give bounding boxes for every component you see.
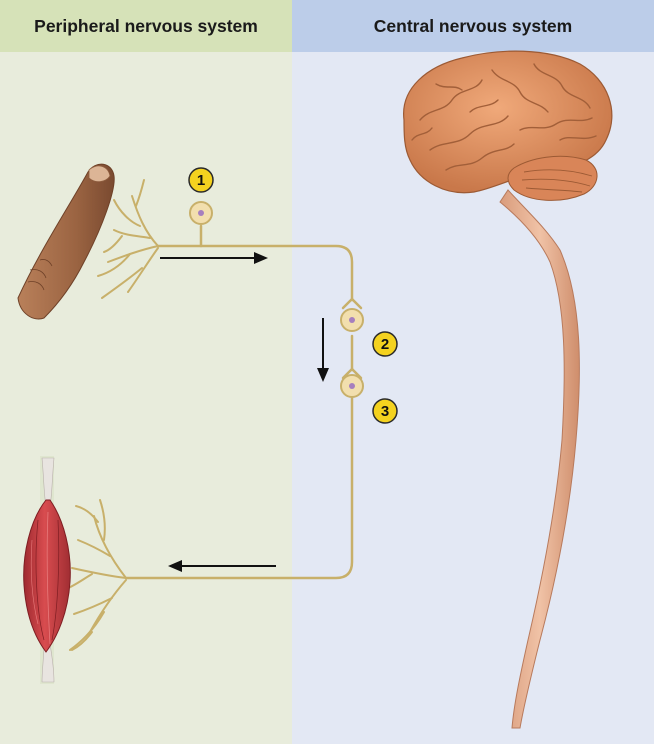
neuron-cell-body-1: [189, 201, 213, 225]
step-badge-3: 3: [372, 398, 398, 424]
step-badge-2: 2: [372, 331, 398, 357]
synapse-chevrons: [341, 297, 363, 380]
arrow-icon-right: [160, 252, 268, 264]
sensory-dendrites: [97, 179, 159, 299]
finger-icon: [17, 163, 115, 320]
step-3-label: 3: [381, 403, 389, 420]
spinal-cord-icon: [499, 189, 580, 729]
nerve-pathway: [124, 224, 354, 580]
step-1-label: 1: [197, 172, 205, 189]
arrow-icon-down: [317, 318, 329, 382]
neuron-cell-body-2: [340, 308, 364, 332]
motor-dendrites: [63, 499, 127, 651]
peripheral-header: Peripheral nervous system: [0, 0, 292, 52]
arrow-icon-left: [168, 560, 276, 572]
step-2-label: 2: [381, 336, 389, 353]
step-badge-1: 1: [188, 167, 214, 193]
neuron-cell-body-3: [340, 374, 364, 398]
brain-icon: [403, 50, 613, 201]
muscle-icon: [23, 456, 71, 684]
central-header: Central nervous system: [292, 0, 654, 52]
